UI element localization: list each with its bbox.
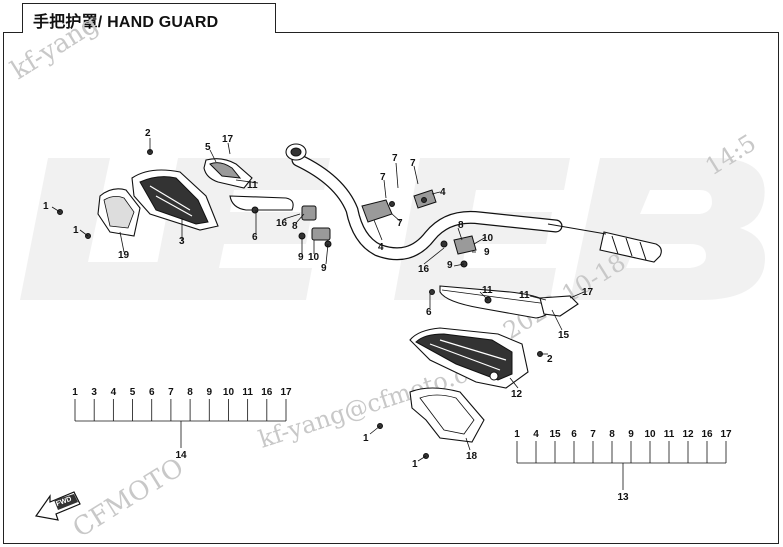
kit-13-item-7: 10: [644, 429, 656, 440]
handlebar: [285, 143, 563, 261]
callout-1a: 1: [43, 201, 49, 212]
leader-lines: [51, 138, 585, 462]
callout-15: 15: [558, 330, 570, 341]
callout-1c: 1: [363, 433, 369, 444]
callout-9b: 9: [321, 263, 327, 274]
callout-9c: 9: [484, 247, 490, 258]
left-lower-brace-6: [229, 195, 294, 214]
kit-14-bracket: 1 3 4 5 6 7 8 9 10 11 16 17 14: [72, 387, 292, 461]
kit-13-item-11: 17: [720, 429, 732, 440]
kit-13-item-1: 4: [533, 429, 539, 440]
kit-14-item-8: 10: [223, 387, 235, 398]
callout-6b: 6: [426, 307, 432, 318]
diagram-frame: [3, 32, 779, 544]
callout-6a: 6: [252, 232, 258, 243]
kit-14-item-9: 11: [242, 387, 253, 398]
callout-10a: 10: [308, 252, 320, 263]
kit-14-item-0: 1: [72, 387, 78, 398]
left-handguard-shell: [131, 169, 219, 231]
callouts: 2 17 5 11 1 1 3 19 16 8 6 9 10 9 7 7 7 7…: [43, 128, 594, 470]
callout-7a: 7: [392, 153, 398, 164]
callout-5: 5: [205, 142, 211, 153]
callout-2b: 2: [547, 354, 553, 365]
callout-4a: 4: [378, 242, 384, 253]
kit-13-item-3: 6: [571, 429, 577, 440]
callout-1b: 1: [73, 225, 79, 236]
left-handguard-spoiler: [97, 188, 141, 237]
right-handguard-spoiler-18: [409, 387, 485, 443]
kit-13-bracket: 1 4 15 6 7 8 9 10 11 12 16 17 13: [514, 429, 732, 503]
center-clamp-right-4: [413, 189, 437, 209]
kit-13-item-10: 16: [701, 429, 713, 440]
kit-13-item-4: 7: [590, 429, 596, 440]
callout-3: 3: [179, 236, 185, 247]
callout-11a: 11: [247, 180, 258, 191]
fwd-arrow-icon: FWD: [34, 491, 81, 521]
callout-2a: 2: [145, 128, 151, 139]
callout-7d: 7: [397, 218, 403, 229]
kit-14-label: 14: [175, 450, 187, 461]
callout-1d: 1: [412, 459, 418, 470]
callout-12: 12: [511, 389, 523, 400]
right-bracket-11: [539, 295, 579, 317]
callout-18: 18: [466, 451, 478, 462]
callout-9a: 9: [298, 252, 304, 263]
kit-14-item-10: 16: [261, 387, 273, 398]
callout-16a: 16: [276, 218, 288, 229]
callout-11c: 11: [519, 290, 530, 301]
center-clamp-left-4: [361, 199, 395, 223]
kit-13-item-5: 8: [609, 429, 615, 440]
kit-14-item-6: 8: [187, 387, 193, 398]
screw-6b: [429, 289, 435, 295]
kit-13-item-2: 15: [549, 429, 561, 440]
watermark-bottom-left: CFMOTO: [68, 453, 190, 544]
right-clamp-assembly: [440, 235, 477, 268]
kit-14-item-3: 5: [130, 387, 136, 398]
kit-13-item-0: 1: [514, 429, 520, 440]
callout-4b: 4: [440, 187, 446, 198]
callout-11b: 11: [482, 285, 493, 296]
callout-9d: 9: [447, 260, 453, 271]
callout-8b: 8: [458, 220, 464, 231]
watermark-top-left: kf-yang: [6, 9, 104, 86]
kit-13-item-8: 11: [664, 429, 675, 440]
kit-14-item-5: 7: [168, 387, 174, 398]
kit-14-item-11: 17: [280, 387, 292, 398]
title-box: 手把护罩/ HAND GUARD: [22, 3, 276, 33]
kit-14-item-1: 3: [91, 387, 97, 398]
kit-13-item-9: 12: [682, 429, 694, 440]
callout-19: 19: [118, 250, 130, 261]
kit-14-item-7: 9: [206, 387, 212, 398]
right-handguard-shell-12: [409, 327, 529, 389]
kit-14-item-4: 6: [149, 387, 155, 398]
page-title: 手把护罩/ HAND GUARD: [33, 14, 219, 31]
callout-17a: 17: [222, 134, 234, 145]
kit-14-item-2: 4: [111, 387, 117, 398]
kit-13-item-6: 9: [628, 429, 634, 440]
callout-8a: 8: [292, 221, 298, 232]
callout-10b: 10: [482, 233, 494, 244]
left-clamp-assembly: [298, 205, 332, 248]
right-grip: [547, 223, 662, 263]
callout-17b: 17: [582, 287, 594, 298]
kit-13-label: 13: [617, 492, 629, 503]
callout-7c: 7: [380, 172, 386, 183]
callout-16b: 16: [418, 264, 430, 275]
callout-7b: 7: [410, 158, 416, 169]
